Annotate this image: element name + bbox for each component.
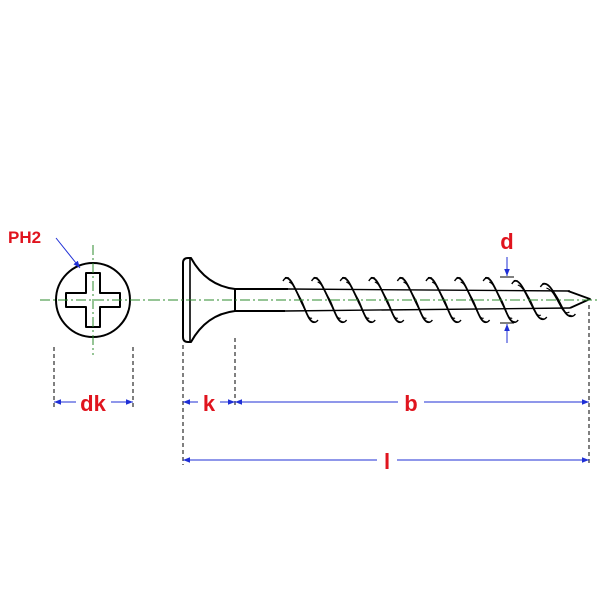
thread-edge bbox=[317, 281, 341, 319]
thread-cap-bottom bbox=[483, 319, 491, 323]
thread-cap-bottom bbox=[397, 319, 405, 323]
thread-edge bbox=[403, 281, 427, 319]
thread-crest bbox=[341, 277, 373, 323]
thread-edge bbox=[517, 284, 542, 316]
k-label: k bbox=[203, 391, 216, 416]
thread-edge bbox=[460, 281, 484, 319]
screw-tip bbox=[567, 290, 591, 309]
thread-edge bbox=[374, 281, 399, 319]
screw-side-view bbox=[150, 257, 598, 343]
thread-cap-top bbox=[368, 277, 375, 282]
thread-cap-top bbox=[425, 277, 433, 282]
thread-cap-top bbox=[396, 277, 404, 282]
l-label: l bbox=[384, 449, 390, 474]
drive-label: PH2 bbox=[8, 228, 41, 247]
thread-cap-top bbox=[482, 277, 490, 282]
thread-cap-bottom bbox=[568, 313, 576, 317]
thread-cap-top bbox=[282, 277, 290, 282]
thread-cap-bottom bbox=[454, 319, 462, 323]
thread-cap-bottom bbox=[540, 316, 548, 320]
thread-edge bbox=[488, 281, 513, 319]
thread-edge bbox=[431, 281, 456, 319]
thread-crest bbox=[313, 277, 344, 323]
thread-cap-bottom bbox=[340, 319, 348, 323]
head-end-view bbox=[40, 245, 150, 355]
thread-cap-bottom bbox=[425, 319, 433, 323]
thread-cap-top bbox=[511, 280, 518, 285]
d-label: d bbox=[500, 229, 513, 254]
d-dimension bbox=[500, 257, 514, 343]
thread-core-bottom bbox=[284, 307, 571, 312]
thread-crest bbox=[456, 277, 487, 323]
dk-label: dk bbox=[80, 391, 106, 416]
thread-edge bbox=[345, 281, 370, 319]
thread-crest bbox=[542, 282, 573, 318]
b-label: b bbox=[404, 391, 417, 416]
phillips-cross-recess-icon bbox=[65, 272, 121, 328]
extension-lines bbox=[182, 305, 590, 465]
thread-core-top bbox=[287, 288, 571, 292]
thread-cap-top bbox=[539, 283, 547, 288]
thread-cap-bottom bbox=[311, 319, 319, 323]
thread-edge bbox=[288, 281, 313, 319]
ph2-leader-line bbox=[55, 237, 81, 269]
dk-dimension bbox=[53, 347, 134, 408]
thread-cap-bottom bbox=[511, 319, 519, 323]
thread-edge bbox=[546, 287, 570, 314]
thread-cap-top bbox=[453, 277, 461, 282]
thread-cap-bottom bbox=[368, 319, 376, 323]
thread-cap-top bbox=[339, 277, 347, 282]
thread-cap-top bbox=[310, 277, 318, 282]
